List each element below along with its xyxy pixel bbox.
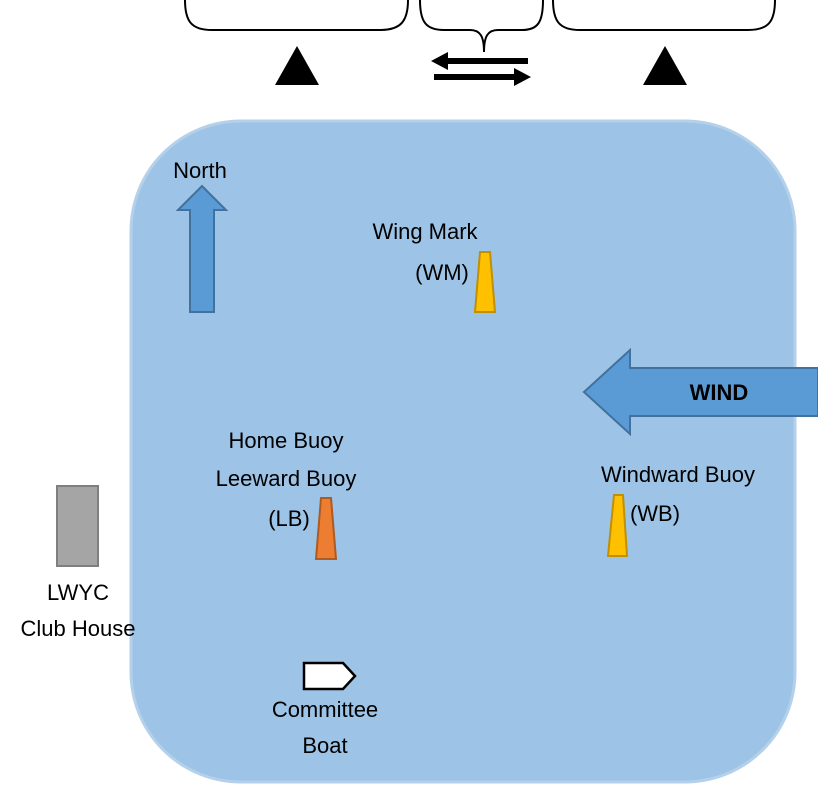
committee-boat: Committee Boat <box>272 661 378 758</box>
fulcrum-left-icon <box>275 46 319 85</box>
left-bracket <box>184 0 409 31</box>
windward-buoy-label: Windward Buoy <box>601 462 755 487</box>
home-buoy-label: Home Buoy <box>229 428 344 453</box>
wind-label: WIND <box>690 380 749 405</box>
wing-mark-buoy-icon <box>473 251 497 313</box>
committee-boat-label-1: Committee <box>272 697 378 722</box>
right-bracket <box>552 0 776 31</box>
left-arrow-icon <box>582 347 818 437</box>
leeward-buoy-label: Leeward Buoy <box>216 466 357 491</box>
club-house-building <box>56 485 99 567</box>
water-area <box>129 119 797 784</box>
middle-bracket <box>419 0 544 53</box>
wing-mark: Wing Mark (WM) <box>372 219 497 313</box>
club-house-label: Club House <box>21 616 136 641</box>
pentagon-boat-icon <box>302 661 357 691</box>
windward-buoy: Windward Buoy (WB) <box>601 462 755 557</box>
club-house-name: LWYC <box>47 580 109 605</box>
leeward-buoy-icon <box>314 497 338 560</box>
club-house: LWYC Club House <box>21 485 136 641</box>
leeward-buoy: Home Buoy Leeward Buoy (LB) <box>216 428 357 560</box>
fulcrum-right-icon <box>643 46 687 85</box>
top-legend <box>184 0 776 86</box>
windward-buoy-icon <box>606 494 629 557</box>
committee-boat-label-2: Boat <box>302 733 347 758</box>
wing-mark-code: (WM) <box>415 260 469 285</box>
north-indicator: North <box>173 158 229 313</box>
leeward-buoy-code: (LB) <box>268 506 310 531</box>
wind-indicator: WIND <box>582 347 818 437</box>
wing-mark-label: Wing Mark <box>372 219 478 244</box>
north-label: North <box>173 158 227 183</box>
up-arrow-icon <box>175 184 229 313</box>
windward-buoy-code: (WB) <box>630 501 680 526</box>
left-right-arrows-icon <box>431 52 531 86</box>
